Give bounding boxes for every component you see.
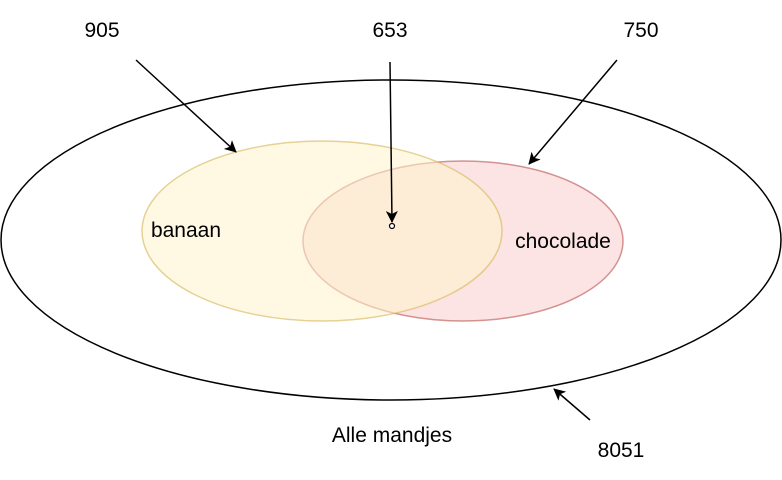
intersection-count-label: 653: [372, 19, 407, 42]
chocolade-count-arrow: [528, 59, 618, 165]
universe-count-arrow: [553, 388, 591, 421]
universe-count-label: 8051: [598, 439, 645, 462]
intersection-point: [388, 222, 396, 230]
universe-ellipse: [0, 79, 782, 401]
banaan-count-arrow: [135, 59, 237, 153]
intersection-count-arrow: [385, 61, 398, 223]
banaan-count-label: 905: [84, 19, 119, 42]
banaan-set-label: banaan: [151, 219, 221, 242]
universe-label: Alle mandjes: [332, 424, 452, 447]
banaan-set-ellipse: [141, 140, 503, 322]
chocolade-set-label: chocolade: [515, 230, 611, 253]
chocolade-count-label: 750: [623, 19, 658, 42]
